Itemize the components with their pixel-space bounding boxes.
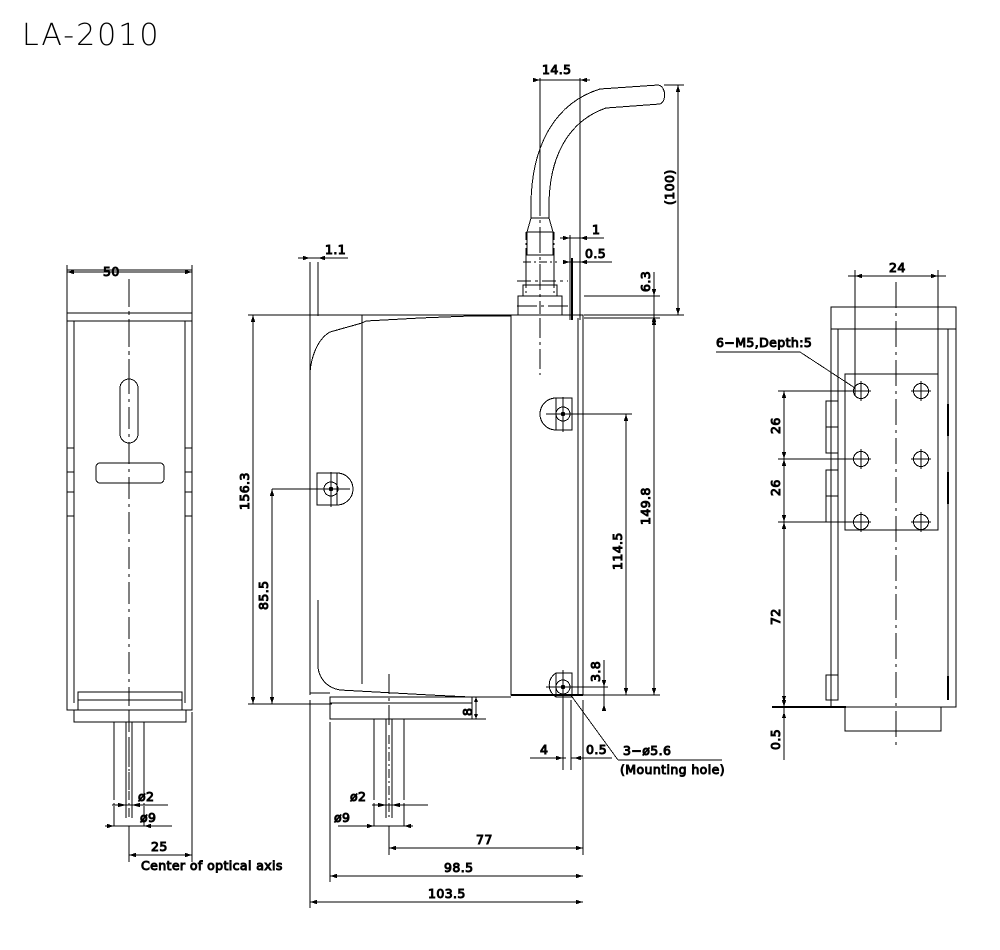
side-dim-4 [530, 700, 566, 770]
front-dim-dia9-label: ø9 [140, 810, 156, 825]
rear-dim-72 [778, 522, 846, 708]
rear-body-outline [825, 306, 957, 732]
rear-dim-26-upper [778, 390, 854, 460]
side-dim-85_5 [269, 488, 318, 705]
rear-hole-2 [911, 381, 931, 401]
side-dim-0_5-bottom-label: 0.5 [586, 742, 607, 757]
side-dim-85_5-label: 85.5 [256, 581, 271, 610]
side-dim-8 [440, 696, 486, 720]
rear-dim-26-lower-label: 26 [768, 479, 783, 496]
side-dim-98_5 [329, 722, 583, 882]
rear-dim-0_5-label: 0.5 [768, 729, 783, 750]
side-dim-3_8 [566, 660, 608, 711]
side-dim-0_5 [563, 258, 612, 320]
side-dim-1 [560, 235, 604, 320]
mounting-hole-leader [569, 693, 722, 761]
side-dim-77-label: 77 [476, 832, 493, 847]
side-dim-1_1 [298, 255, 348, 316]
side-dim-dia9-label: ø9 [334, 810, 350, 825]
tapped-hole-note: 6−M5,Depth:5 [716, 335, 812, 350]
rear-dim-0_5 [772, 696, 846, 760]
side-cable-centerline [517, 190, 568, 314]
side-dim-156_3-label: 156.3 [237, 472, 252, 510]
front-dim-width50 [66, 265, 193, 290]
side-dim-114_5 [566, 413, 632, 696]
side-dim-4-label: 4 [540, 742, 548, 757]
side-dim-77 [388, 700, 584, 855]
side-barrel-hidden-lines [373, 735, 405, 820]
side-dim-100 [584, 84, 684, 316]
rear-view: 24 [716, 260, 957, 760]
side-dim-14_5-label: 14.5 [542, 62, 571, 77]
side-dim-1-label: 1 [592, 222, 600, 237]
rear-hole-4 [911, 449, 931, 469]
side-dim-103_5-label: 103.5 [428, 886, 466, 901]
mounting-hole-note-line1: 3−ø5.6 [623, 743, 671, 758]
front-body-outline [66, 269, 193, 723]
rear-dim-26-upper-label: 26 [768, 417, 783, 434]
page-title: LA-2010 [22, 18, 161, 53]
mounting-hole-note-line2: (Mounting hole) [620, 762, 725, 777]
side-dim-0_5-bottom [570, 700, 612, 770]
front-window-slot [95, 462, 165, 484]
side-mount-tab-upper-right [539, 397, 582, 432]
side-dim-156_3 [248, 314, 332, 705]
side-view: 1.1 156.3 85.5 [237, 62, 725, 908]
front-barrel-hidden-lines [113, 740, 145, 820]
rear-dim-26-lower [778, 459, 854, 523]
front-dim-dia2 [112, 802, 168, 808]
side-dim-3_8-label: 3.8 [588, 661, 603, 682]
front-dim-offset25-label: 25 [151, 839, 168, 854]
side-dim-103_5 [309, 700, 583, 908]
side-body-outline [309, 314, 584, 720]
side-dim-6_3-label: 6.3 [638, 271, 653, 292]
side-dim-0_5-label: 0.5 [585, 246, 606, 261]
side-dim-1_1-label: 1.1 [325, 242, 346, 257]
side-dim-8-label: 8 [460, 708, 475, 716]
optical-axis-note: Center of optical axis [141, 858, 283, 873]
side-dim-114_5-label: 114.5 [610, 532, 625, 570]
front-dim-dia9 [105, 806, 172, 829]
side-mount-tab-left [314, 472, 354, 507]
front-view: ø2 ø9 25 50 Center of optical ax [66, 264, 283, 874]
side-dim-dia2 [372, 802, 428, 808]
rear-tapped-holes [851, 381, 931, 532]
tapped-hole-leader [716, 351, 856, 389]
side-cable [530, 84, 666, 207]
rear-dim-72-label: 72 [768, 608, 783, 625]
front-dim-offset25 [128, 712, 193, 862]
front-dim-dia2-label: ø2 [138, 789, 154, 804]
rear-dim-24 [848, 270, 946, 396]
side-dim-149_8-label: 149.8 [638, 487, 653, 525]
side-dim-dia2-label: ø2 [350, 789, 366, 804]
rear-hole-6 [911, 512, 931, 532]
rear-dim-24-label: 24 [889, 260, 906, 275]
side-dim-100-label: (100) [662, 169, 677, 205]
front-dim-width50-label: 50 [103, 264, 120, 279]
side-dim-98_5-label: 98.5 [444, 860, 473, 875]
side-dim-14_5 [533, 77, 590, 240]
